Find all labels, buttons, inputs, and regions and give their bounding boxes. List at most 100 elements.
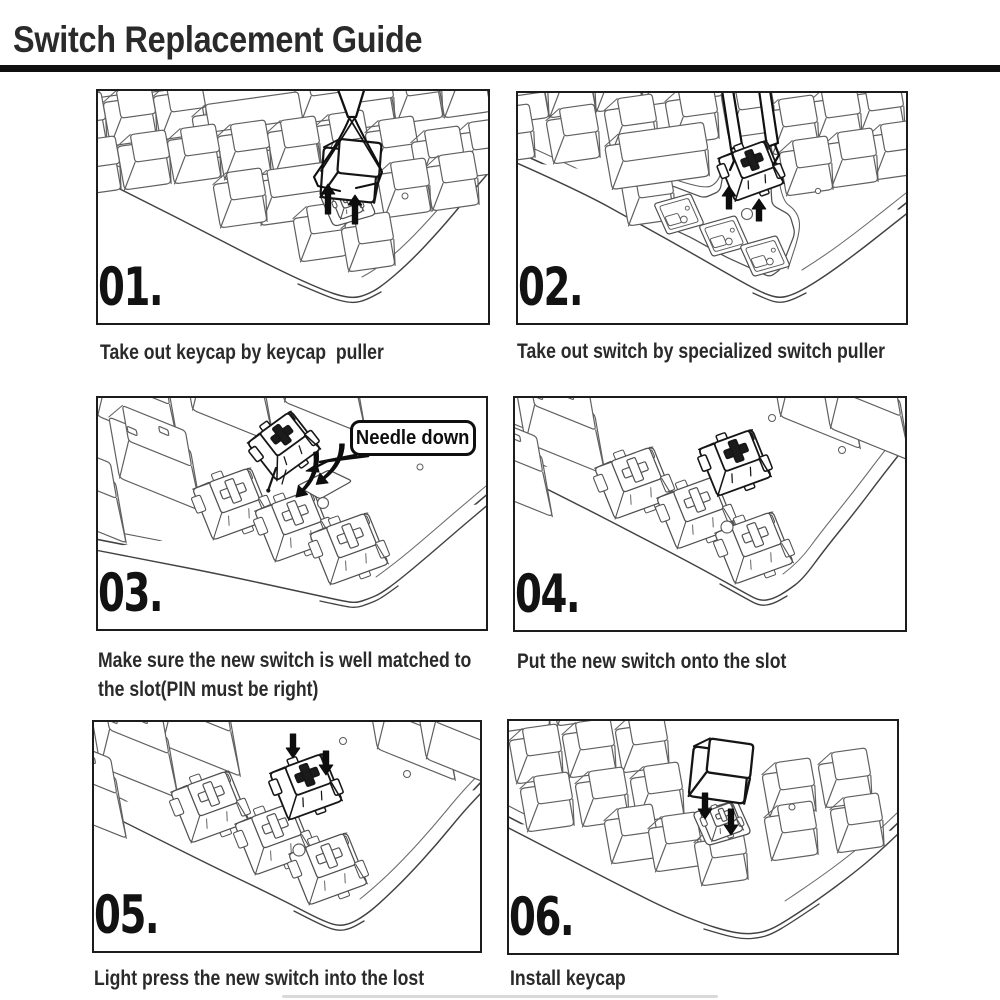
- page-title: Switch Replacement Guide: [13, 19, 423, 60]
- caption-step-1: Take out keycap by keycap puller: [100, 340, 384, 364]
- keycap-icon: [166, 123, 222, 185]
- keycap-icon: [216, 119, 272, 181]
- switch-icon: [655, 476, 737, 550]
- keycap-icon: [614, 721, 670, 774]
- up-arrow-icon: [347, 194, 363, 225]
- up-arrow-icon: [721, 185, 737, 210]
- keycap-icon: [778, 135, 834, 197]
- down-arrow-icon: [285, 733, 301, 759]
- screw-hole-dot: [814, 187, 822, 195]
- keycap-icon: [509, 723, 564, 785]
- keycap-puller-icon: [312, 91, 384, 193]
- keycap-icon: [439, 91, 488, 119]
- keycap-icon: [419, 722, 480, 782]
- switch-black-icon: [716, 140, 786, 202]
- keycap-icon: [98, 135, 122, 194]
- screw-hole-dot: [788, 803, 796, 811]
- keycap-icon: [763, 800, 819, 862]
- keycap-icon: [509, 721, 551, 732]
- switch-icon: [287, 832, 369, 906]
- title-divider: [0, 65, 1000, 72]
- keycap-icon: [108, 404, 202, 512]
- step-number-4: 04.: [515, 564, 581, 625]
- panel-step-4: 04.: [513, 396, 907, 632]
- keycap-icon: [517, 398, 606, 476]
- keycap-icon: [424, 150, 480, 212]
- switch-black-icon: [697, 429, 773, 497]
- keycap-icon: [376, 157, 432, 219]
- panel-step-2: 02.: [516, 91, 908, 325]
- screw-hole-dot: [768, 414, 776, 422]
- keycap-icon: [116, 129, 172, 191]
- curved-arrow-icon: [315, 443, 345, 485]
- caption-step-6: Install keycap: [510, 966, 626, 990]
- panel-step-5: 05.: [92, 720, 482, 953]
- switch-puller-tips-icon: [728, 143, 781, 172]
- keycap-icon: [515, 427, 553, 518]
- screw-hole-dot: [838, 446, 846, 454]
- keyboard-illustration-remove-keycap: [98, 91, 488, 304]
- caption-step-3-line-2: the slot(PIN must be right): [98, 677, 319, 701]
- keycap-icon: [829, 792, 885, 854]
- down-arrow-icon: [318, 750, 334, 776]
- keycap-field: [98, 91, 488, 273]
- down-arrow-icon: [723, 808, 739, 836]
- keycap-icon: [98, 457, 127, 544]
- screw-hole-dot: [401, 192, 409, 200]
- needle-down-label: Needle down: [356, 426, 470, 449]
- step-number-3: 03.: [98, 563, 164, 624]
- switch-icon: [713, 511, 795, 585]
- keycap-icon: [687, 737, 755, 805]
- keycap-icon: [545, 103, 601, 165]
- step-number-5: 05.: [94, 885, 160, 946]
- caption-step-5: Light press the new switch into the lost: [94, 966, 425, 990]
- keycap-icon: [561, 721, 617, 779]
- keycap-icon: [94, 750, 127, 839]
- empty-switch-slot: [699, 215, 749, 257]
- keycap-icon: [823, 127, 879, 189]
- switch-icon: [308, 512, 390, 586]
- switch-icon: [253, 489, 335, 563]
- screw-hole-dot: [416, 463, 424, 471]
- keycap-icon: [603, 803, 659, 865]
- keyboard-illustration-press-switch: [94, 722, 480, 931]
- panel-step-3: 03. Needle down: [96, 396, 488, 631]
- caption-step-4: Put the new switch onto the slot: [517, 649, 787, 673]
- screw-hole-dot: [740, 207, 754, 221]
- keyboard-illustration-place-switch: [515, 398, 905, 606]
- callout-tail: [305, 453, 370, 473]
- keycap-icon: [518, 103, 536, 161]
- switch-icon: [169, 770, 251, 844]
- caption-step-3-line-1: Make sure the new switch is well matched…: [98, 648, 472, 672]
- keyboard-illustration-install-keycap: [509, 721, 897, 940]
- up-arrow-icon: [320, 183, 336, 215]
- switch-black-icon: [246, 410, 322, 482]
- needle-down-callout: Needle down: [350, 420, 476, 456]
- switch-icon: [593, 446, 675, 520]
- keycap-icon: [212, 167, 268, 229]
- keycap-field: [94, 722, 480, 839]
- scan-artifact-line: [282, 995, 718, 998]
- screw-hole-dot: [403, 770, 411, 778]
- caption-step-2: Take out switch by specialized switch pu…: [517, 339, 886, 363]
- step-number-6: 06.: [509, 887, 575, 948]
- keycap-icon: [574, 766, 630, 828]
- keycap-icon: [266, 115, 322, 177]
- switch-pins-icon: [266, 466, 287, 493]
- keycap-icon: [519, 771, 575, 833]
- keycap-icon: [604, 122, 710, 191]
- keycap-field: [509, 721, 885, 887]
- keycap-icon: [647, 811, 703, 873]
- keyboard-illustration-remove-switch: [518, 93, 906, 303]
- keycap-icon: [94, 722, 179, 799]
- empty-switch-slot: [654, 193, 704, 235]
- screw-hole-dot: [292, 843, 306, 857]
- keycap-icon: [340, 211, 396, 273]
- step-number-2: 02.: [518, 257, 584, 318]
- up-arrow-icon: [751, 198, 767, 222]
- screw-hole-dot: [316, 496, 330, 510]
- switch-icon: [191, 467, 273, 541]
- keycap-icon: [824, 398, 905, 460]
- step-number-1: 01.: [98, 257, 164, 318]
